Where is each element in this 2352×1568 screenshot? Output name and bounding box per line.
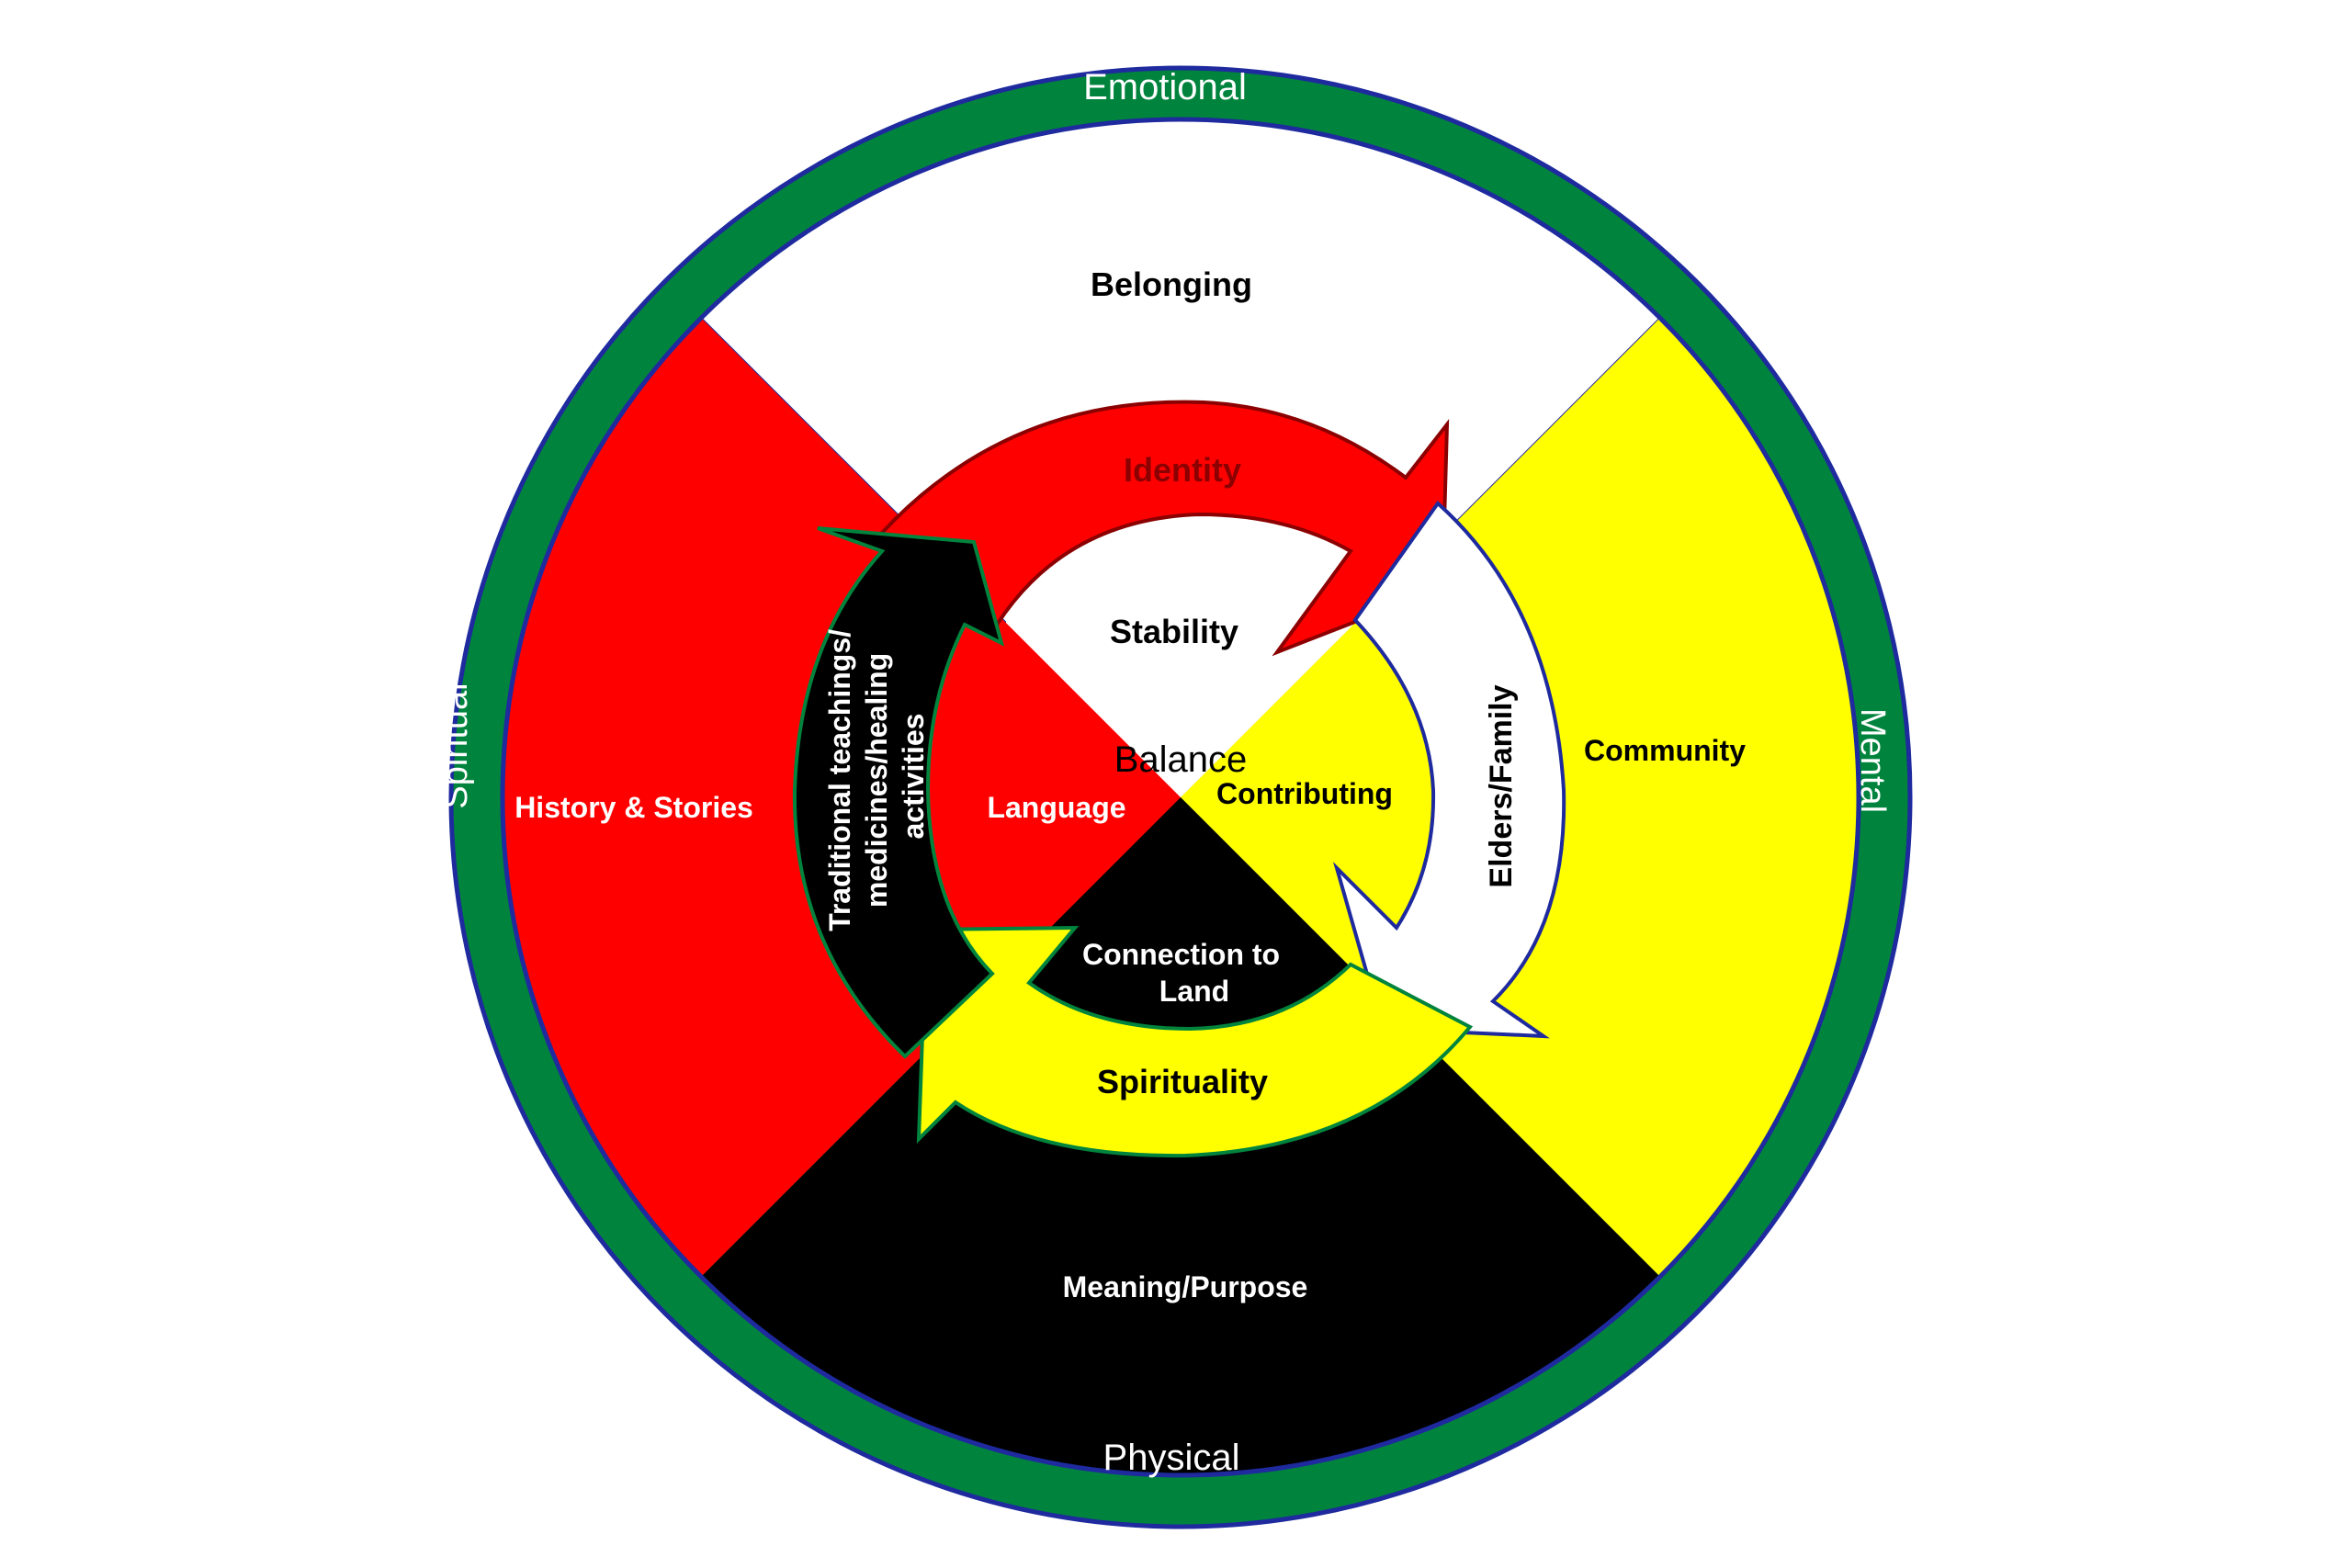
quadrant-label-history-stories: History & Stories — [514, 791, 753, 824]
ring-label-emotional: Emotional — [1083, 67, 1247, 107]
elders-family-arrow — [1332, 501, 1566, 1039]
traditional-teachings-arrow — [792, 526, 1005, 1059]
quadrant-label-community: Community — [1584, 734, 1746, 767]
hub-left — [933, 623, 1181, 972]
arrow-label-traditional-teachings: Traditional teachings/ medicines/healing… — [823, 621, 930, 931]
inner-label-connection-to-land: Connection to Land — [1082, 938, 1288, 1008]
ring-label-physical: Physical — [1103, 1438, 1240, 1478]
spirituality-arrow — [916, 925, 1474, 1158]
hub-right — [1181, 623, 1428, 972]
hub-bottom — [1006, 797, 1355, 1044]
inner-circle-border — [500, 117, 1861, 1478]
arrow-label-spirituality: Spirituality — [1097, 1063, 1268, 1100]
arrow-label-identity: Identity — [1124, 451, 1241, 489]
hub-top-fill — [1006, 551, 1355, 797]
identity-arrow — [879, 400, 1450, 657]
ring-label-spiritual: Spiritual — [436, 682, 475, 808]
inner-label-language: Language — [987, 791, 1125, 824]
inner-label-stability: Stability — [1110, 613, 1238, 650]
inner-label-balance: Balance — [1114, 739, 1248, 780]
quadrant-label-belonging: Belonging — [1091, 265, 1252, 303]
arrow-label-elders-family: Elders/Family — [1484, 684, 1519, 887]
quadrant-label-meaning-purpose: Meaning/Purpose — [1063, 1270, 1308, 1303]
ring-label-mental: Mental — [1853, 708, 1892, 813]
inner-label-contributing: Contributing — [1216, 777, 1393, 810]
